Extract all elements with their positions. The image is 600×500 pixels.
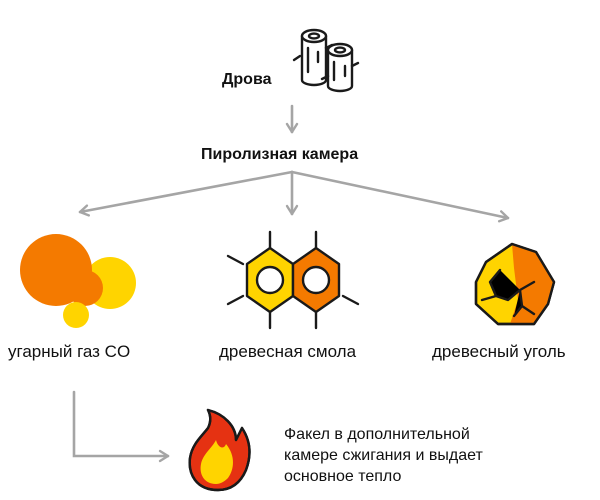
pyrolysis-chamber-label: Пиролизная камера — [201, 146, 359, 163]
charcoal-icon — [474, 242, 556, 326]
flame-icon — [188, 408, 251, 492]
charcoal-label: древесный уголь — [432, 342, 566, 361]
tar-label: древесная смола — [219, 342, 357, 361]
gas-bubbles-icon — [20, 234, 136, 328]
flame-description: Факел в дополнительной камере сжигания и… — [284, 424, 483, 487]
flame-description-line: Факел в дополнительной — [284, 426, 470, 443]
arrow-gas-to-flame — [72, 390, 170, 463]
firewood-logs-icon — [292, 28, 360, 93]
gas-label: угарный газ CO — [8, 342, 131, 361]
firewood-label: Дрова — [222, 71, 272, 88]
arrow-pyrolysis-to-charcoal — [290, 170, 510, 223]
flame-description-line: основное тепло — [284, 468, 402, 485]
molecule-icon — [226, 230, 360, 330]
arrow-pyrolysis-to-gas — [78, 170, 294, 217]
flame-description-line: камере сжигания и выдает — [284, 447, 483, 464]
